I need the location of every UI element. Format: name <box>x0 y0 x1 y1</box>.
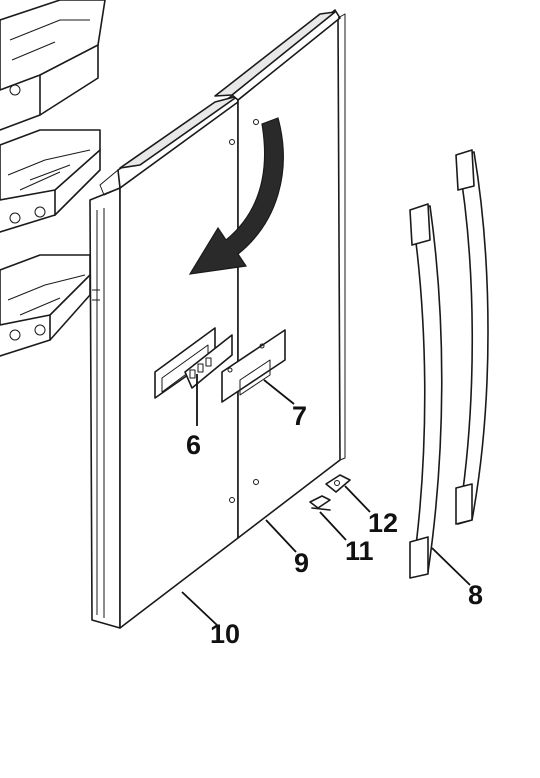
leader-lines <box>181 374 471 627</box>
curved-arrow-icon <box>188 117 284 275</box>
part-11-hinge-pin <box>309 495 331 511</box>
callout-6: 6 <box>186 430 201 460</box>
callout-labels: 6 7 8 9 10 11 12 <box>186 401 483 649</box>
part-7-control-panel <box>221 329 286 403</box>
right-door <box>214 9 346 539</box>
door-bin-lower <box>0 254 91 357</box>
callout-12: 12 <box>368 508 398 538</box>
leader-8 <box>431 547 471 586</box>
callout-11: 11 <box>345 536 374 566</box>
part-8-handles <box>409 149 489 579</box>
callout-9: 9 <box>294 548 309 578</box>
callout-7: 7 <box>292 401 307 431</box>
leader-10 <box>181 591 219 627</box>
leader-11 <box>319 511 347 541</box>
leader-7 <box>263 379 295 405</box>
callout-8: 8 <box>468 580 483 610</box>
door-bin-middle <box>0 129 101 233</box>
leader-9 <box>265 519 297 553</box>
leader-12 <box>344 485 371 513</box>
callout-10: 10 <box>210 619 240 649</box>
door-bins-background <box>0 0 106 357</box>
part-12-hinge-cover <box>325 474 351 493</box>
door-bin-top <box>0 0 106 131</box>
